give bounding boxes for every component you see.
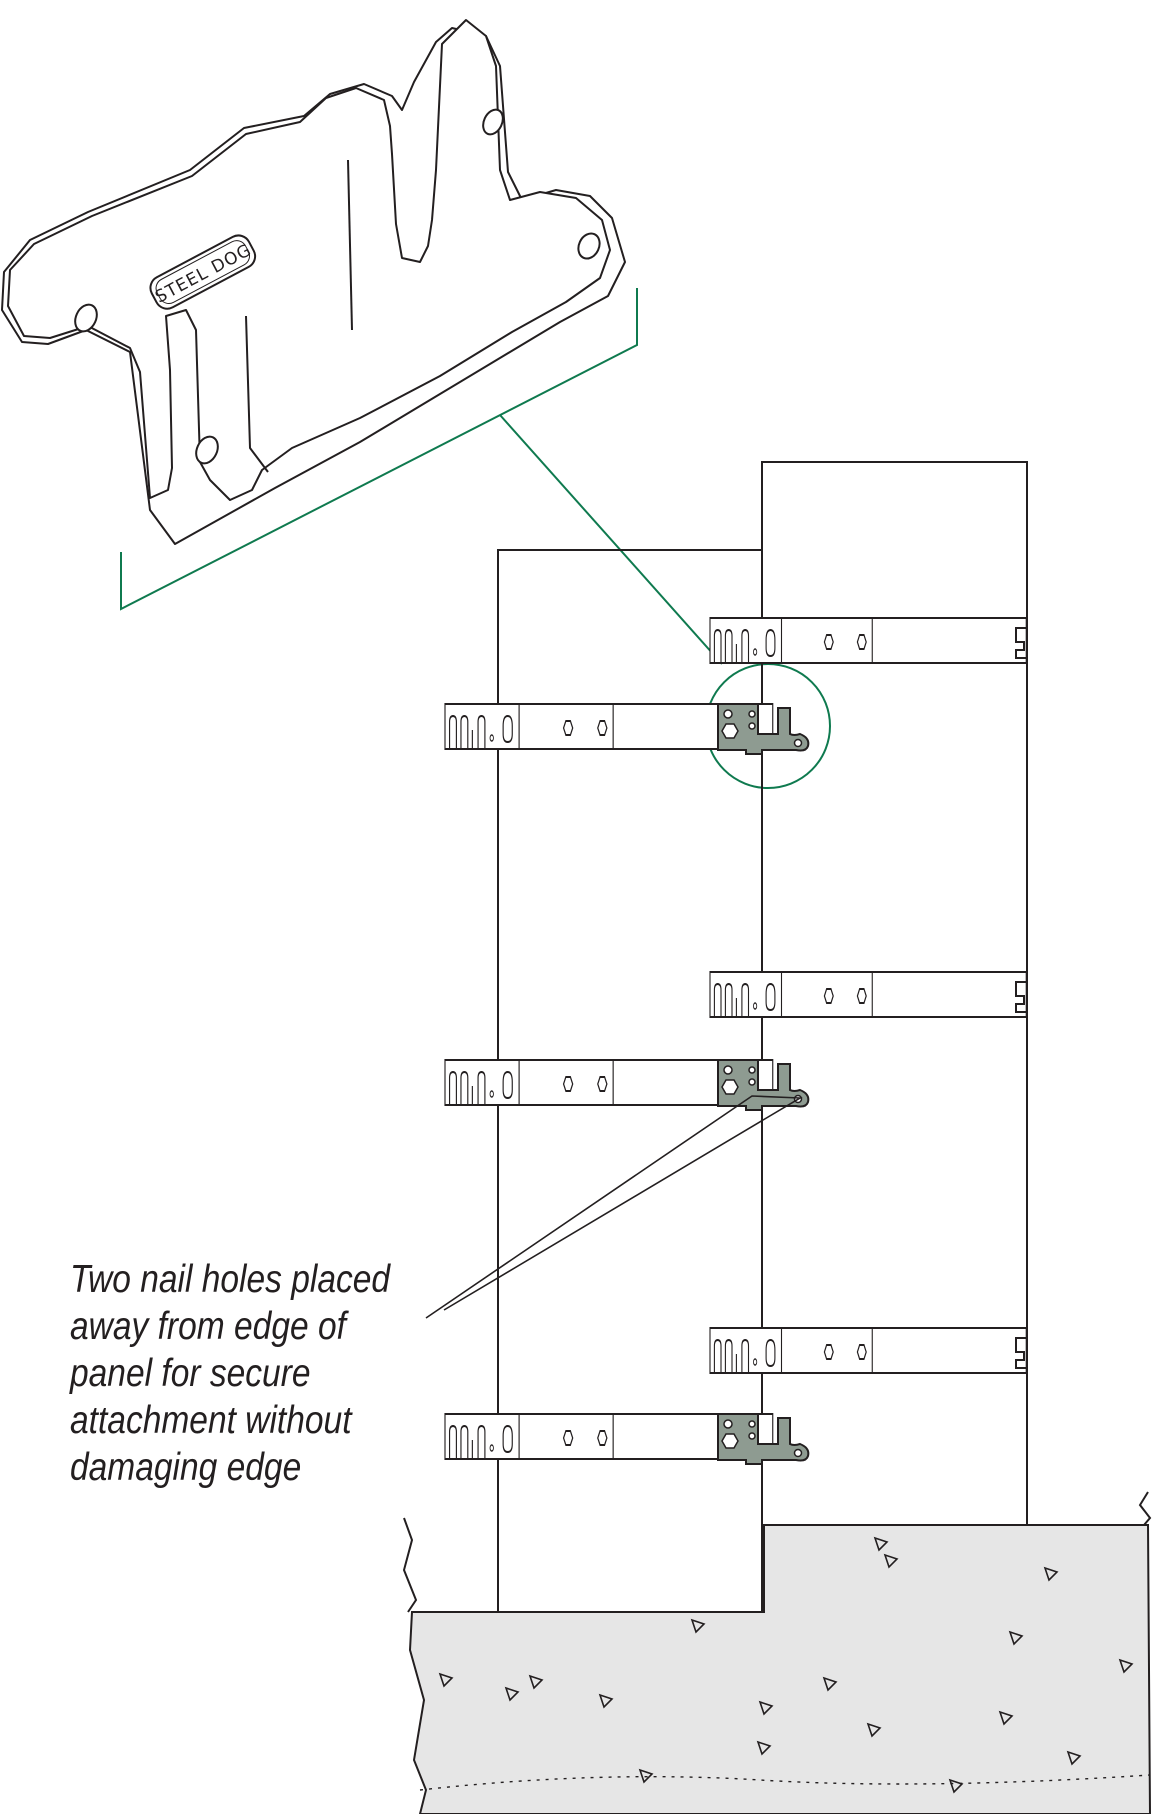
callout-line-5: damaging edge <box>70 1446 302 1489</box>
strap-end-clips <box>1015 627 1027 1369</box>
callout-leaders <box>425 1095 803 1319</box>
strap-row-3-right <box>709 1327 1028 1374</box>
callout-line-4: attachment without <box>70 1399 352 1442</box>
connector-plate-icon <box>1 19 626 545</box>
strap-row-2-right <box>709 971 1028 1018</box>
callout-text: Two nail holes placed away from edge of … <box>70 1256 391 1491</box>
detail-bracket <box>120 288 831 789</box>
callout-line-1: Two nail holes placed <box>70 1258 391 1301</box>
concrete-foundation <box>402 1491 1152 1814</box>
callout-line-2: away from edge of <box>70 1305 346 1348</box>
strap-row-1-right <box>709 617 1028 664</box>
callout-line-3: panel for secure <box>70 1352 311 1395</box>
